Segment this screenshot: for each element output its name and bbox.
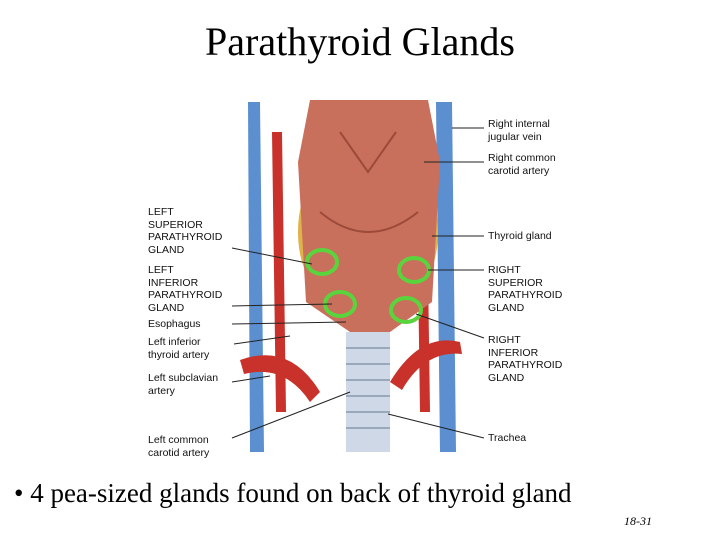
leader-lines xyxy=(231,127,485,439)
bullet-text: • 4 pea-sized glands found on back of th… xyxy=(14,478,572,508)
label-left-common-carotid: Left common carotid artery xyxy=(148,434,210,459)
muscle-fold-2 xyxy=(319,211,419,233)
left-jugular-vein xyxy=(248,102,264,452)
label-right-common-carotid: Right common carotid artery xyxy=(488,152,556,177)
label-right-inferior-parathyroid: RIGHT INFERIOR PARATHYROID GLAND xyxy=(488,334,563,384)
right-inferior-parathyroid-ring xyxy=(389,296,423,324)
pharynx-muscle xyxy=(298,100,440,332)
left-superior-parathyroid-ring xyxy=(305,248,339,276)
left-carotid-artery xyxy=(272,132,286,412)
trachea-shape xyxy=(346,332,390,452)
label-left-superior-parathyroid: LEFT SUPERIOR PARATHYROID GLAND xyxy=(148,206,223,256)
slide-number: 18-31 xyxy=(624,514,652,528)
label-right-internal-jugular: Right internal jugular vein xyxy=(488,118,550,143)
right-subclavian-artery xyxy=(390,340,462,390)
trachea-rings xyxy=(346,347,390,429)
muscle-fold xyxy=(339,131,397,174)
label-thyroid-gland: Thyroid gland xyxy=(488,230,552,242)
label-right-superior-parathyroid: RIGHT SUPERIOR PARATHYROID GLAND xyxy=(488,264,563,314)
left-subclavian-artery xyxy=(240,355,320,402)
anatomy-drawing xyxy=(231,100,485,452)
label-left-inferior-thyroid-artery: Left inferior thyroid artery xyxy=(148,336,210,361)
label-esophagus: Esophagus xyxy=(148,318,201,330)
slide-title: Parathyroid Glands xyxy=(205,19,515,64)
right-jugular-vein xyxy=(436,102,456,452)
label-left-subclavian-artery: Left subclavian artery xyxy=(148,372,219,397)
label-left-inferior-parathyroid: LEFT INFERIOR PARATHYROID GLAND xyxy=(148,264,223,314)
label-trachea: Trachea xyxy=(488,432,527,444)
parathyroid-anatomy-illustration: LEFT SUPERIOR PARATHYROID GLAND LEFT INF… xyxy=(140,92,580,460)
